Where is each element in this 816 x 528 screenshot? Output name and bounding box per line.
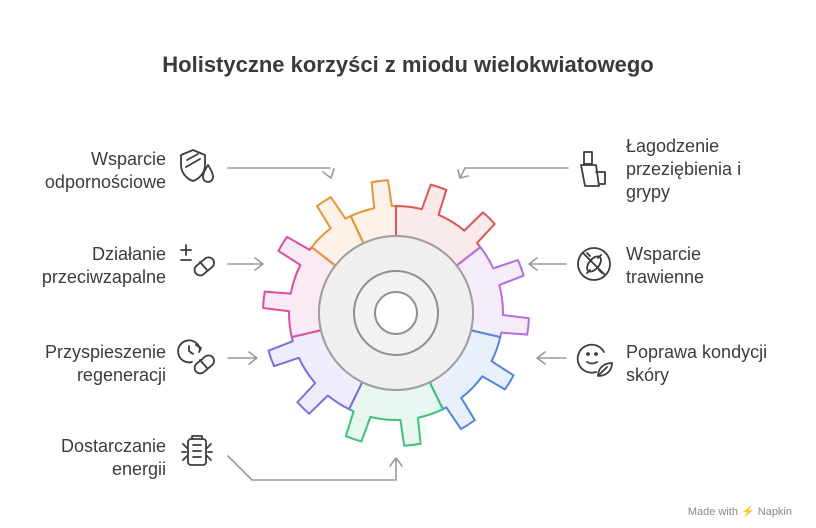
label-wsparcie-odpornosciowe: Wsparcie odpornościowe — [44, 149, 166, 192]
gear-segment-dostarczanie-energii — [344, 381, 444, 447]
battery-energy-icon — [181, 435, 213, 466]
label-wsparcie-trawienne: Wsparcie trawienne — [626, 244, 705, 287]
arrow-dostarczanie-energii — [227, 455, 403, 481]
gear-hub-center — [374, 291, 418, 335]
clock-pill-icon — [177, 339, 215, 375]
arrow-dzialanie-przeciwzapalne — [227, 257, 264, 271]
arrow-wsparcie-trawienne — [528, 257, 567, 271]
arrow-przyspieszenie-regeneracji — [227, 351, 258, 365]
label-przyspieszenie-regeneracji: Przyspieszenie regeneracji — [44, 342, 166, 385]
footer-credit: Made with ⚡ Napkin — [687, 506, 792, 518]
face-leaf-icon — [576, 343, 613, 377]
label-poprawa-kondycji-skory: Poprawa kondycji skóry — [626, 342, 768, 385]
gear-segments — [262, 179, 530, 447]
label-lagodzenie-przeziebienia: Łagodzenie przeziębienia i grypy — [626, 136, 742, 202]
arrow-head-wsparcie-odpornosciowe — [322, 168, 335, 179]
arrow-lagodzenie-przeziebienia — [457, 167, 569, 179]
plus-minus-pill-icon — [180, 244, 215, 277]
arrow-poprawa-kondycji-skory — [536, 351, 567, 365]
page-title: Holistyczne korzyści z miodu wielokwiato… — [162, 52, 654, 77]
label-dzialanie-przeciwzapalne: Działanie przeciwzapalne — [41, 244, 166, 287]
no-bacteria-icon — [577, 247, 611, 281]
inhaler-icon — [580, 151, 606, 187]
label-dostarczanie-energii: Dostarczanie energii — [60, 436, 166, 479]
shield-drop-icon — [180, 149, 214, 183]
